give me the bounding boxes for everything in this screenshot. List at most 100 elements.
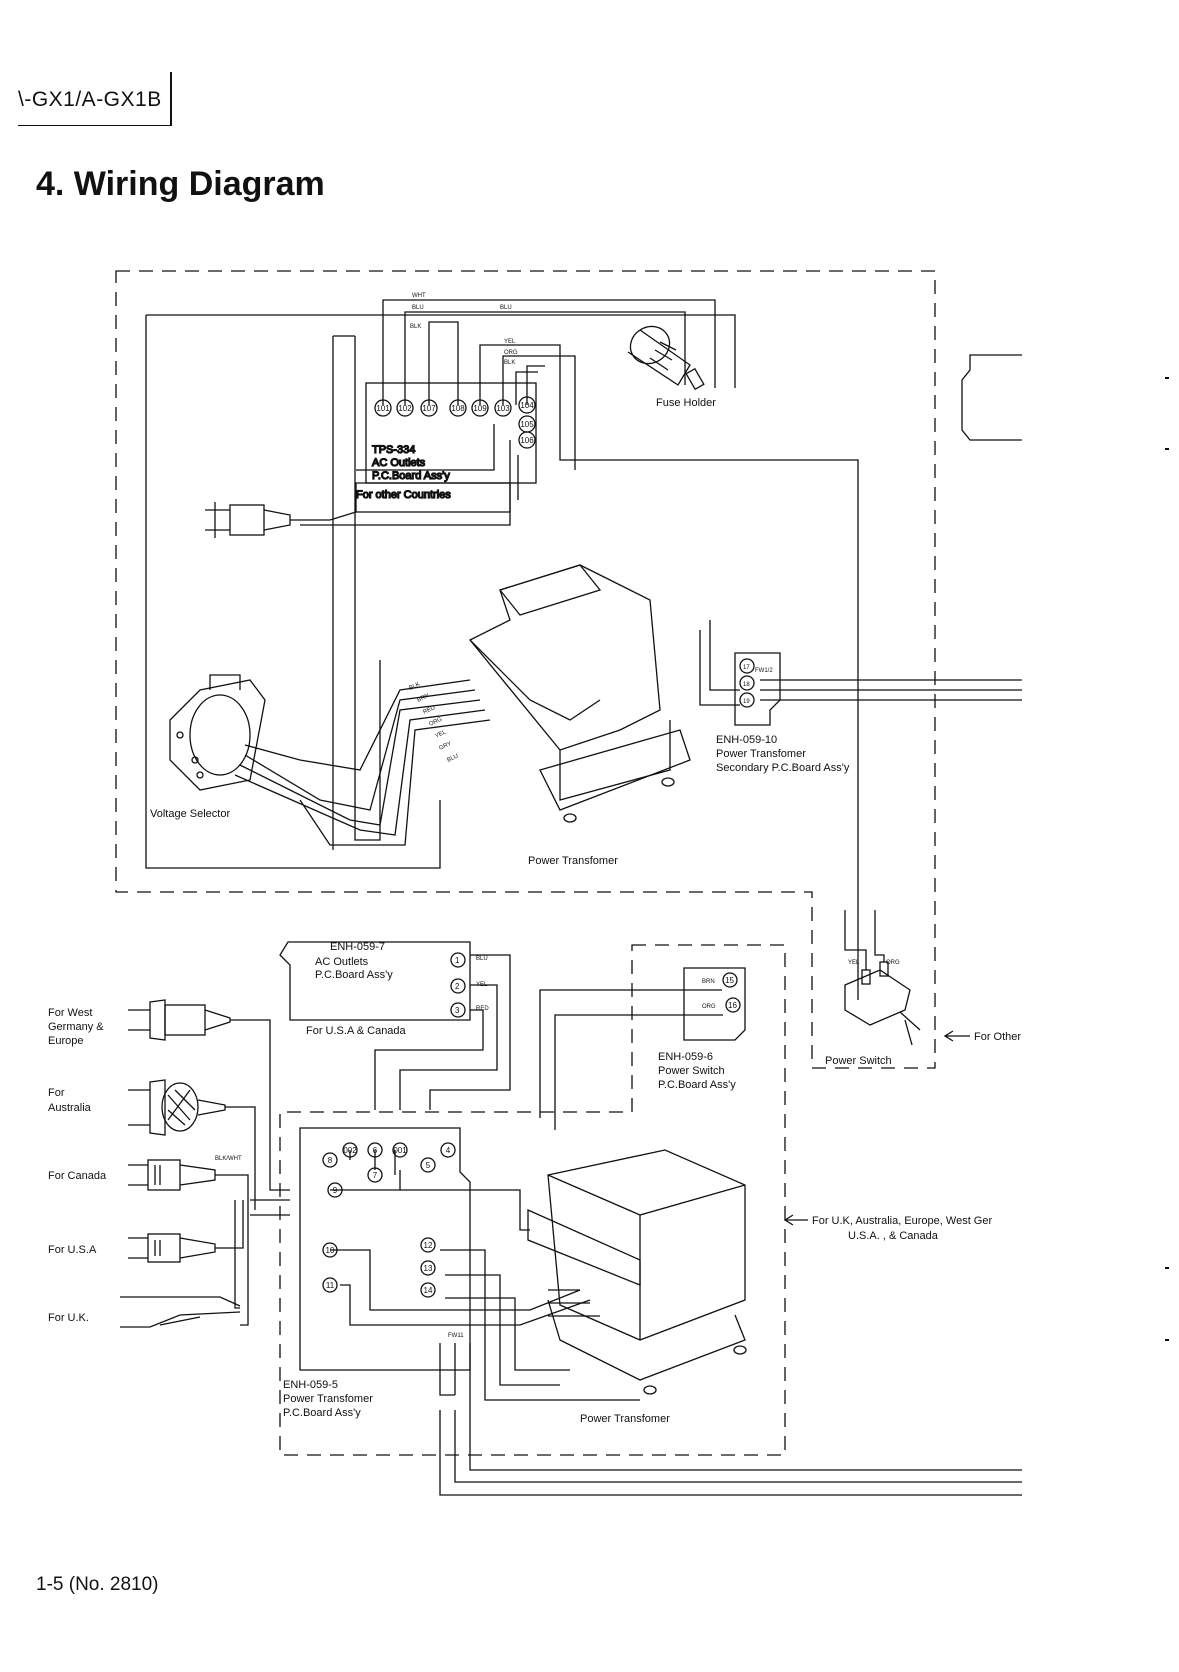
enh0596-board: 15 16 BRN ORG — [539, 967, 746, 1130]
plug-label-west-3: Europe — [48, 1035, 83, 1047]
enh0595-pin-11: 12 — [424, 1241, 433, 1250]
enh0597-wire-red: RED — [476, 1006, 489, 1012]
switch-wire-yel: YEL — [848, 960, 860, 966]
enh05910-desc2: Secondary P.C.Board Ass'y — [716, 762, 850, 774]
plug-label-australia-1: For — [48, 1087, 65, 1099]
enh0595-pin-9: 5 — [426, 1161, 431, 1170]
wire-label-yel: YEL — [504, 339, 516, 345]
bottom-leads — [439, 1410, 1022, 1496]
tps334-desc1: AC Outlets — [372, 457, 426, 469]
top-transformer-icon — [468, 564, 691, 823]
for-other-arrow — [943, 1030, 970, 1042]
margin-marks — [1165, 377, 1169, 1341]
plug-label-usa: For U.S.A — [48, 1244, 97, 1256]
top-inner-frame — [145, 314, 736, 869]
tps334-pin-8: 105 — [520, 420, 534, 429]
wire-label-org: ORG — [504, 350, 518, 356]
tps334-pin-1: 101 — [376, 404, 390, 413]
tps334-board: TPS-334 AC Outlets P.C.Board Ass'y For o… — [355, 382, 537, 513]
enh0596-wire-brn: BRN — [702, 979, 715, 985]
wire-label-blu-1: BLU — [412, 305, 424, 311]
enh0596-pin-16: 16 — [728, 1001, 737, 1010]
selector-wire-gry: GRY — [438, 741, 452, 752]
enh05910-pin-17: 17 — [743, 665, 750, 671]
enh0597-desc1: AC Outlets — [315, 956, 369, 968]
page-title: 4. Wiring Diagram — [36, 165, 325, 203]
selector-wire-blk: BLK — [408, 682, 421, 692]
enh0597-pin-3: 3 — [455, 1006, 460, 1015]
fuse-holder-icon — [627, 325, 705, 391]
plug-australia-icon — [128, 1079, 226, 1136]
enh0596-desc1: Power Switch — [658, 1065, 725, 1077]
for-other-label: For Other — [974, 1031, 1021, 1043]
tps334-pin-5: 109 — [473, 404, 487, 413]
header-rule-horizontal — [18, 125, 172, 126]
enh05910-pin-19: 19 — [743, 699, 750, 705]
fuse-holder-label: Fuse Holder — [656, 397, 716, 409]
wire-label-blk-2: BLK — [504, 360, 515, 366]
selector-wires: BLK BRN RED ORG YEL GRY BLU — [234, 679, 491, 846]
switch-wire-org: ORG — [886, 960, 900, 966]
enh0597-note: For U.S.A & Canada — [306, 1025, 407, 1037]
top-wires: WHT BLU BLU BLK YEL ORG BLK — [300, 293, 859, 1000]
enh0595-name: ENH-059-5 — [283, 1379, 338, 1391]
top-transformer-label: Power Transfomer — [528, 855, 618, 867]
power-switch-icon — [844, 910, 921, 1046]
plug-canada-icon — [128, 1159, 216, 1191]
selector-wire-yel: YEL — [434, 729, 447, 740]
voltage-selector-label: Voltage Selector — [150, 808, 230, 820]
region-note-line1: For U.K, Australia, Europe, West Ger — [812, 1215, 992, 1227]
enh05910-pin-18: 18 — [743, 682, 750, 688]
tps334-desc2: P.C.Board Ass'y — [372, 470, 450, 482]
enh05910-desc1: Power Transfomer — [716, 748, 806, 760]
enh05910-conn: FW1/2 — [755, 668, 773, 674]
enh0597-wire-blu: BLU — [476, 956, 488, 962]
enh0595-pin-12: 13 — [424, 1264, 433, 1273]
enh0595-pin-10: 4 — [446, 1146, 451, 1155]
enh0595-desc1: Power Transfomer — [283, 1393, 373, 1405]
tps334-note: For other Countries — [356, 489, 451, 501]
selector-wire-blu: BLU — [446, 753, 459, 763]
enh0595-pin-10-circle — [440, 1142, 456, 1158]
bottom-transformer-label: Power Transfomer — [580, 1413, 670, 1425]
enh0597-board: 1 2 3 BLU YEL RED — [279, 941, 511, 1110]
selector-wire-brn: BRN — [416, 693, 430, 704]
canada-wire-label: BLK/WHT — [215, 1156, 242, 1162]
model-header: \-GX1/A-GX1B — [18, 88, 162, 111]
enh0595-pin-1: 8 — [328, 1156, 333, 1165]
tps334-pin-9: 106 — [520, 436, 534, 445]
enh0595-conn: FW11 — [448, 1333, 464, 1339]
plug-other-icon — [205, 502, 357, 538]
enh0595-pin-4: 11 — [326, 1281, 335, 1290]
enh0595-pin-11-circle — [420, 1237, 436, 1253]
enh0597-wire-yel: YEL — [476, 982, 488, 988]
plug-wiring — [215, 1019, 290, 1326]
power-switch-label: Power Switch — [825, 1055, 892, 1067]
selector-wire-org: ORG — [428, 716, 443, 727]
plug-label-australia-2: Australia — [48, 1102, 92, 1114]
top-enclosure-border — [115, 270, 936, 1069]
edge-connector — [961, 354, 1022, 441]
voltage-selector-icon — [169, 674, 266, 791]
bottom-transformer-icon — [527, 1149, 747, 1395]
wire-label-blk: BLK — [410, 324, 421, 330]
wire-label-wht: WHT — [412, 293, 426, 299]
enh0595-pin-8-circle — [392, 1142, 408, 1158]
wire-label-blu-2: BLU — [500, 305, 512, 311]
enh0595-pin-9-circle — [420, 1157, 436, 1173]
enh0595-pin-13: 14 — [424, 1286, 433, 1295]
enh05910-board: 17 18 19 FW1/2 — [699, 620, 1022, 726]
enh0596-enclosure — [279, 944, 786, 1456]
enh0595-pin-12-circle — [420, 1260, 436, 1276]
enh0595-pin-13-circle — [420, 1282, 436, 1298]
tps334-name: TPS-334 — [372, 444, 415, 456]
plug-label-west-1: For West — [48, 1007, 92, 1019]
plug-label-west-2: Germany & — [48, 1021, 104, 1033]
tps334-pin-9-circle — [518, 431, 536, 449]
enh05910-name: ENH-059-10 — [716, 734, 777, 746]
plug-uk-icon — [120, 1296, 241, 1328]
